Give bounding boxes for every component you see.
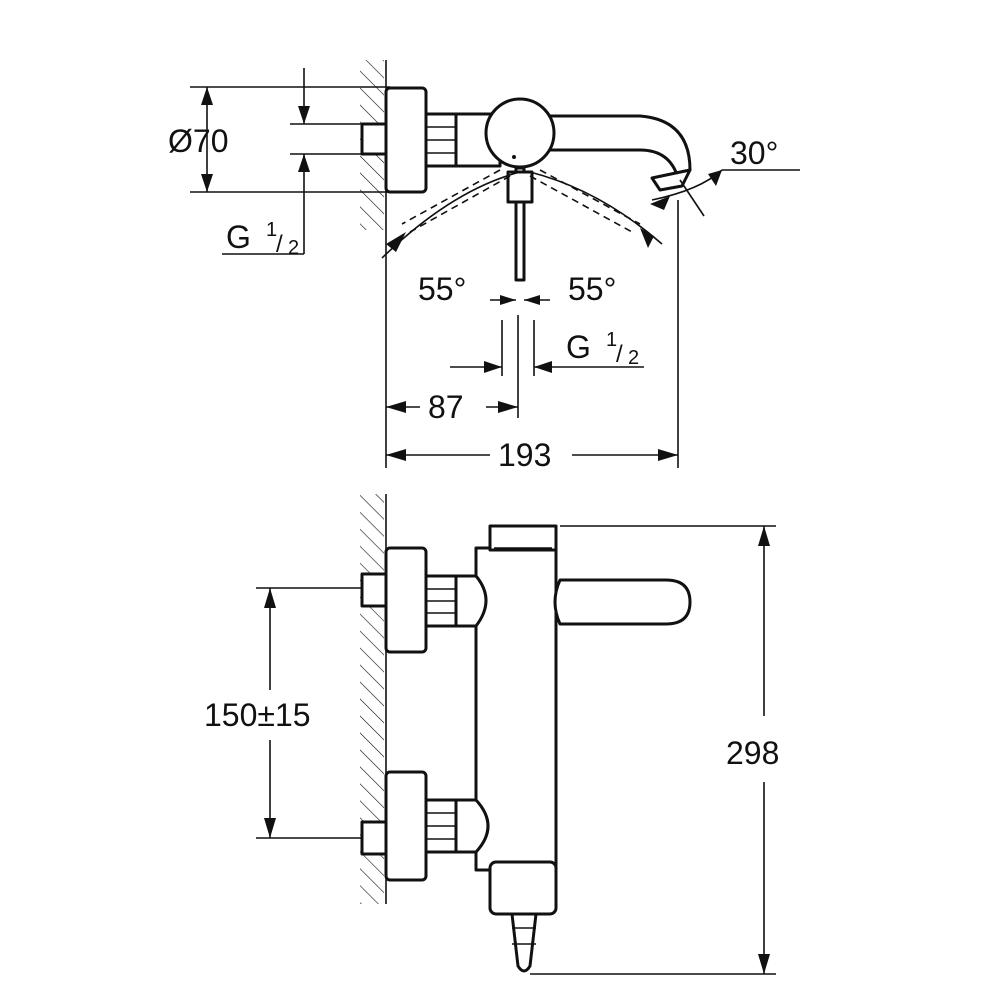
thread-side-num: 1 — [266, 219, 277, 241]
connector-upper — [454, 574, 488, 628]
lever-base-top — [506, 170, 534, 204]
inlet-upper — [360, 572, 388, 608]
height-label: 298 — [726, 735, 779, 771]
angle-right-label: 55° — [568, 271, 616, 307]
outlet-nozzle — [510, 912, 538, 973]
thread-side-g: G — [226, 219, 251, 255]
offset-label: 87 — [428, 389, 464, 425]
thread-bottom-g: G — [566, 329, 591, 365]
angle-arc-right — [529, 171, 663, 245]
escutcheon-top — [384, 86, 428, 194]
lever-top — [514, 166, 526, 282]
thread-bottom-den: 2 — [628, 347, 639, 369]
escutcheon-lower — [384, 770, 428, 882]
lever-handle — [553, 578, 692, 626]
svg-text:/: / — [276, 231, 283, 258]
spout-top — [538, 114, 692, 180]
centers-label: 150±15 — [204, 697, 311, 733]
escutcheon-upper — [384, 546, 428, 654]
diameter-label: Ø70 — [168, 123, 228, 159]
inlet-stub-top — [360, 122, 388, 156]
connector-lower — [454, 798, 490, 854]
spout-tip-top — [650, 168, 692, 192]
angle-spout-label: 30° — [730, 135, 778, 171]
lever-right-ghost — [529, 175, 633, 233]
angle-left-label: 55° — [418, 271, 466, 307]
mixer-body-top — [484, 97, 556, 169]
svg-text:/: / — [616, 341, 623, 368]
thread-bottom-num: 1 — [606, 329, 617, 351]
top-cap — [488, 524, 558, 552]
top-view: Ø70 G 1 / 2 55° 55° 30° G 1 / — [168, 60, 800, 473]
inlet-lower — [360, 820, 388, 856]
projection-label: 193 — [498, 437, 551, 473]
diverter — [488, 860, 558, 916]
thread-side-den: 2 — [288, 237, 299, 259]
front-view: 150±15 298 — [204, 494, 779, 975]
